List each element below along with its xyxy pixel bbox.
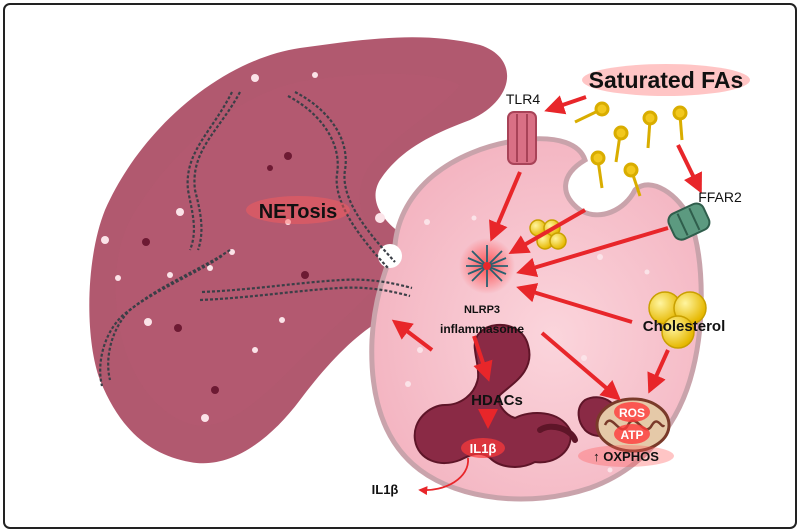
dna-strands [99,91,413,387]
cholesterol-cluster [648,291,707,349]
inflammasome-label: inflammasome [440,322,524,336]
signal-arrows [391,95,702,429]
ffar2-receptor [667,202,711,241]
saturated-fatty-acids [574,101,688,197]
ros-label: ROS [619,406,645,420]
figure-border [3,3,797,529]
saturated-fas-label: Saturated FAs [589,67,744,93]
il1b-outer-label: IL1β [372,482,399,497]
cholesterol-label: Cholesterol [643,318,726,335]
il1b-release-arrow [418,457,469,496]
atp-label: ATP [620,428,643,442]
il1b-inner-label: IL1β [470,441,497,456]
nlrp3-label: NLRP3 [464,304,500,316]
hdacs-label: HDACs [471,392,523,409]
tlr4-receptor [507,111,537,165]
net-cloud [89,37,508,464]
ffar2-label: FFAR2 [698,189,742,205]
nlrp3-inflammasome-icon [459,238,515,294]
oxphos-label: ↑ OXPHOS [593,449,659,464]
netosis-label: NETosis [259,201,338,223]
label-highlights [246,64,750,467]
tlr4-label: TLR4 [506,91,540,107]
